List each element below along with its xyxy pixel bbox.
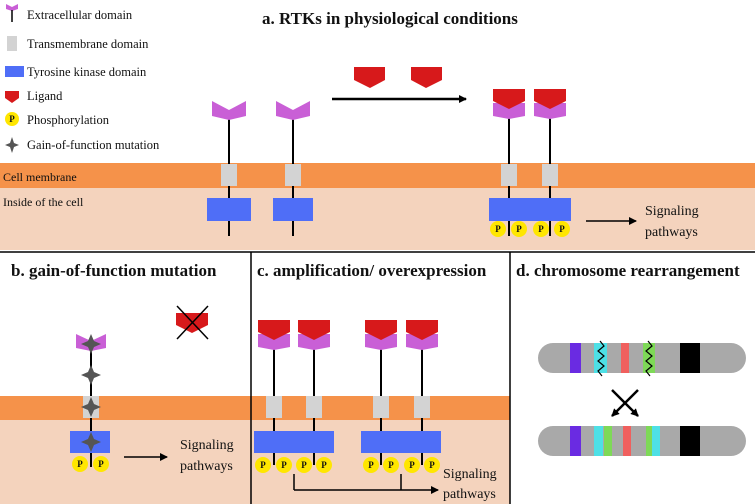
phospho-a-4-label: P	[559, 224, 565, 234]
panel-d-title: d. chromosome rearrangement	[516, 261, 740, 280]
gof-mutation-stars	[81, 334, 101, 452]
phospho-group-b: P P	[72, 456, 109, 472]
phospho-c-1	[255, 457, 271, 473]
phospho-c-5-label: P	[368, 460, 374, 470]
panel-a-title: a. RTKs in physiological conditions	[262, 9, 518, 28]
legend-extracellular: Extracellular domain	[27, 8, 133, 22]
inversion-arrows	[611, 389, 639, 417]
phospho-legend-icon	[5, 112, 19, 126]
membrane-band-bc	[0, 396, 510, 420]
phospho-c-7	[404, 457, 420, 473]
membrane-band-a	[0, 163, 755, 188]
signal-connector-c	[293, 474, 439, 494]
phospho-c-1-label: P	[260, 460, 266, 470]
breakpoint-1	[597, 340, 605, 377]
cell-membrane-label: Cell membrane	[3, 170, 77, 184]
signal-a-line1: Signaling	[645, 204, 699, 219]
gof-star-3	[81, 397, 101, 417]
crossed-ligand	[176, 305, 209, 340]
signal-b-line2: pathways	[180, 459, 233, 474]
panel-c-title: c. amplification/ overexpression	[257, 261, 487, 280]
ligand-legend-icon	[5, 91, 19, 103]
gof-star-1	[81, 334, 101, 354]
extracellular-legend-icon	[6, 4, 18, 22]
phospho-group-c: P P P P P P P P	[255, 457, 440, 473]
inactive-receptor-1	[207, 101, 251, 236]
phospho-a-2-label: P	[516, 224, 522, 234]
transmembrane-legend-icon	[7, 36, 17, 51]
phospho-legend-symbol: P	[9, 114, 15, 124]
phospho-b-1-label: P	[77, 459, 83, 469]
signal-a-line2: pathways	[645, 225, 698, 240]
signal-b-line1: Signaling	[180, 438, 234, 453]
phospho-c-4	[316, 457, 332, 473]
phospho-c-5	[363, 457, 379, 473]
phospho-c-8	[424, 457, 440, 473]
gof-legend-icon	[5, 137, 19, 153]
phospho-c-2-label: P	[281, 460, 287, 470]
phospho-a-3	[533, 221, 549, 237]
signal-c-line1: Signaling	[443, 467, 497, 482]
phospho-c-7-label: P	[409, 460, 415, 470]
gof-star-2	[81, 365, 101, 385]
inside-cell-label: Inside of the cell	[3, 195, 84, 209]
phospho-a-1	[490, 221, 506, 237]
panel-b-title: b. gain-of-function mutation	[11, 261, 217, 280]
breakpoint-2	[645, 340, 653, 377]
phospho-c-8-label: P	[429, 460, 435, 470]
cytoplasm-band-a	[0, 188, 755, 250]
phospho-c-6-label: P	[388, 460, 394, 470]
overexpressed-dimer-1	[254, 320, 334, 465]
phospho-a-1-label: P	[495, 224, 501, 234]
kinase-legend-icon	[5, 66, 24, 77]
phospho-c-3-label: P	[301, 460, 307, 470]
legend-transmembrane: Transmembrane domain	[27, 37, 149, 51]
phospho-b-2	[93, 456, 109, 472]
legend-ligand: Ligand	[27, 89, 63, 103]
inactive-receptor-2	[273, 101, 313, 236]
active-dimer-a	[489, 89, 571, 236]
chromosome-normal	[538, 340, 746, 377]
legend-phospho: Phosphorylation	[27, 113, 110, 127]
phospho-a-4	[554, 221, 570, 237]
free-ligand-1	[354, 67, 385, 88]
gof-star-4	[81, 432, 101, 452]
legend-kinase: Tyrosine kinase domain	[27, 65, 147, 79]
signal-c-line2: pathways	[443, 487, 496, 502]
phospho-a-2	[511, 221, 527, 237]
legend: Extracellular domain Transmembrane domai…	[5, 4, 160, 153]
phospho-c-3	[296, 457, 312, 473]
phospho-a-3-label: P	[538, 224, 544, 234]
phospho-c-6	[383, 457, 399, 473]
phospho-group-a: P P P P	[490, 221, 570, 237]
phospho-b-2-label: P	[98, 459, 104, 469]
chromosome-rearranged	[538, 426, 746, 456]
free-ligand-2	[411, 67, 442, 88]
overexpressed-dimer-2	[361, 320, 441, 465]
phospho-c-4-label: P	[321, 460, 327, 470]
legend-gof: Gain-of-function mutation	[27, 138, 160, 152]
phospho-c-2	[276, 457, 292, 473]
phospho-b-1	[72, 456, 88, 472]
